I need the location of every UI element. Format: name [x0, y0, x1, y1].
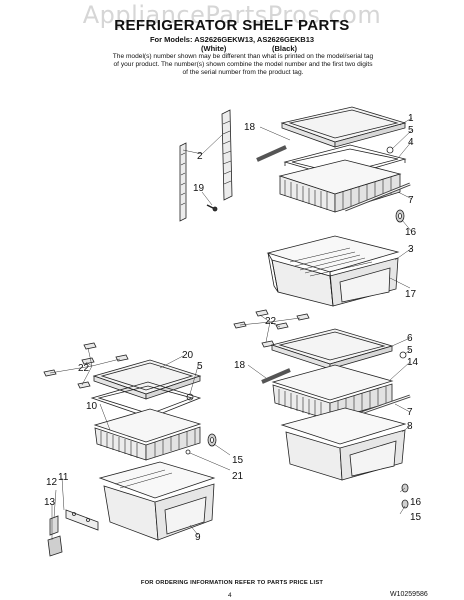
model-numbers: For Models: AS2626GEKW13, AS2626GEKB13 — [149, 35, 315, 44]
callout-9: 9 — [195, 532, 201, 543]
bracket-left-part — [179, 142, 187, 222]
callout-16-top: 16 — [405, 227, 417, 238]
callout-22-right: 22 — [265, 316, 277, 327]
ordering-footer: FOR ORDERING INFORMATION REFER TO PARTS … — [140, 580, 324, 586]
callout-11: 11 — [58, 472, 69, 483]
callout-8: 8 — [407, 421, 413, 432]
callout-22-left: 22 — [78, 363, 90, 374]
crisper-drawer-left — [98, 461, 216, 541]
callout-18-lower: 18 — [234, 360, 246, 371]
rod-part-top — [256, 145, 287, 162]
callout-3: 3 — [408, 244, 414, 255]
shelf-top-part — [280, 106, 407, 148]
callout-15-lower: 15 — [410, 512, 422, 523]
callout-2: 2 — [197, 151, 203, 162]
crisper-drawer-top — [266, 235, 400, 307]
color-black-label: (Black) — [272, 44, 298, 53]
callout-19: 19 — [193, 183, 205, 194]
color-white-label: (White) — [201, 44, 227, 53]
callout-14: 14 — [407, 357, 419, 368]
crisper-drawer-lower — [280, 407, 407, 481]
shelf-lower-right — [270, 328, 394, 370]
shelf-frame-left — [90, 381, 202, 419]
callout-4: 4 — [408, 137, 414, 148]
rod-part-lower — [261, 368, 291, 384]
callout-20: 20 — [182, 350, 194, 361]
callout-18-top: 18 — [244, 122, 256, 133]
callout-12: 12 — [46, 477, 58, 488]
callout-16-lower: 16 — [410, 497, 422, 508]
clip-part — [386, 146, 394, 154]
screw-part-left — [185, 449, 191, 455]
callout-6: 6 — [407, 333, 413, 344]
callout-13: 13 — [44, 497, 56, 508]
callout-17: 17 — [405, 289, 417, 300]
shelf-basket-top — [278, 159, 402, 213]
shelf-basket-left — [93, 408, 202, 461]
page-title: REFRIGERATOR SHELF PARTS — [114, 17, 350, 34]
roller-part-left — [207, 433, 217, 447]
callout-5-top: 5 — [408, 125, 414, 136]
bracket-right-part — [221, 109, 233, 201]
callout-21: 21 — [232, 471, 244, 482]
roller-parts-lower-right — [401, 483, 409, 509]
callout-1: 1 — [408, 113, 414, 124]
callout-10: 10 — [86, 401, 98, 412]
roller-part-top — [395, 209, 405, 223]
screw-part — [206, 204, 218, 212]
small-parts-left — [47, 509, 99, 557]
rail-part-top — [344, 182, 411, 212]
watermark: AppliancePartsPros.com — [82, 1, 382, 29]
document-number: W10259586 — [390, 591, 428, 598]
model-note: The model(s) number shown may be differe… — [112, 53, 374, 76]
callout-7-lower: 7 — [407, 407, 413, 418]
callout-5-right: 5 — [407, 345, 413, 356]
page-number: 4 — [228, 592, 232, 599]
callout-15-left: 15 — [232, 455, 244, 466]
callout-5-left: 5 — [197, 361, 203, 372]
callout-7-top: 7 — [408, 195, 414, 206]
shelf-left — [92, 359, 202, 400]
clip-part-lower — [399, 351, 407, 359]
